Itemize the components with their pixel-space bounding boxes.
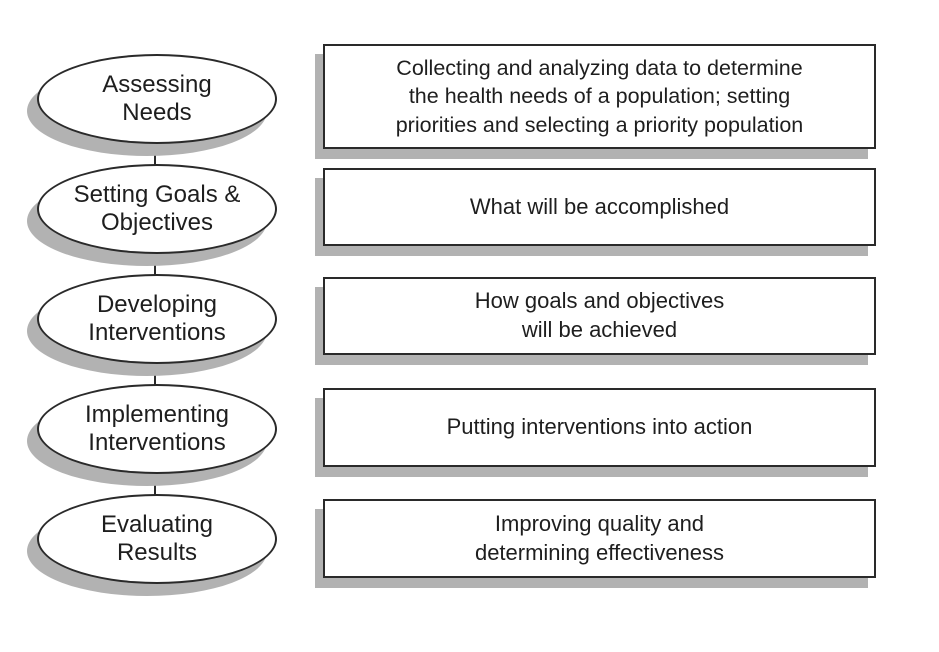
stage-ellipse-assessing-needs: Assessing Needs	[37, 54, 277, 144]
stage-label: Implementing Interventions	[84, 401, 230, 456]
connector-line-4	[154, 472, 156, 496]
description-text: How goals and objectives will be achieve…	[474, 288, 725, 342]
description-text: Collecting and analyzing data to determi…	[395, 55, 804, 137]
description-box-evaluating-results: Improving quality and determining effect…	[323, 499, 876, 578]
description-text: Improving quality and determining effect…	[474, 510, 725, 565]
connector-line-1	[154, 142, 156, 166]
connector-line-2	[154, 252, 156, 276]
description-text: What will be accomplished	[469, 193, 730, 219]
stage-label: Setting Goals & Objectives	[73, 181, 241, 236]
stage-label: Assessing Needs	[102, 71, 212, 126]
description-box-developing-interventions: How goals and objectives will be achieve…	[323, 277, 876, 355]
description-box-setting-goals-objectives: What will be accomplished	[323, 168, 876, 246]
stage-label: Evaluating Results	[100, 511, 214, 566]
connector-line-3	[154, 362, 156, 386]
stage-ellipse-evaluating-results: Evaluating Results	[37, 494, 277, 584]
stage-ellipse-implementing-interventions: Implementing Interventions	[37, 384, 277, 474]
description-box-implementing-interventions: Putting interventions into action	[323, 388, 876, 467]
stage-label: Developing Interventions	[88, 291, 226, 346]
description-text: Putting interventions into action	[446, 414, 753, 440]
stage-ellipse-setting-goals-objectives: Setting Goals & Objectives	[37, 164, 277, 254]
stage-ellipse-developing-interventions: Developing Interventions	[37, 274, 277, 364]
description-box-assessing-needs: Collecting and analyzing data to determi…	[323, 44, 876, 149]
